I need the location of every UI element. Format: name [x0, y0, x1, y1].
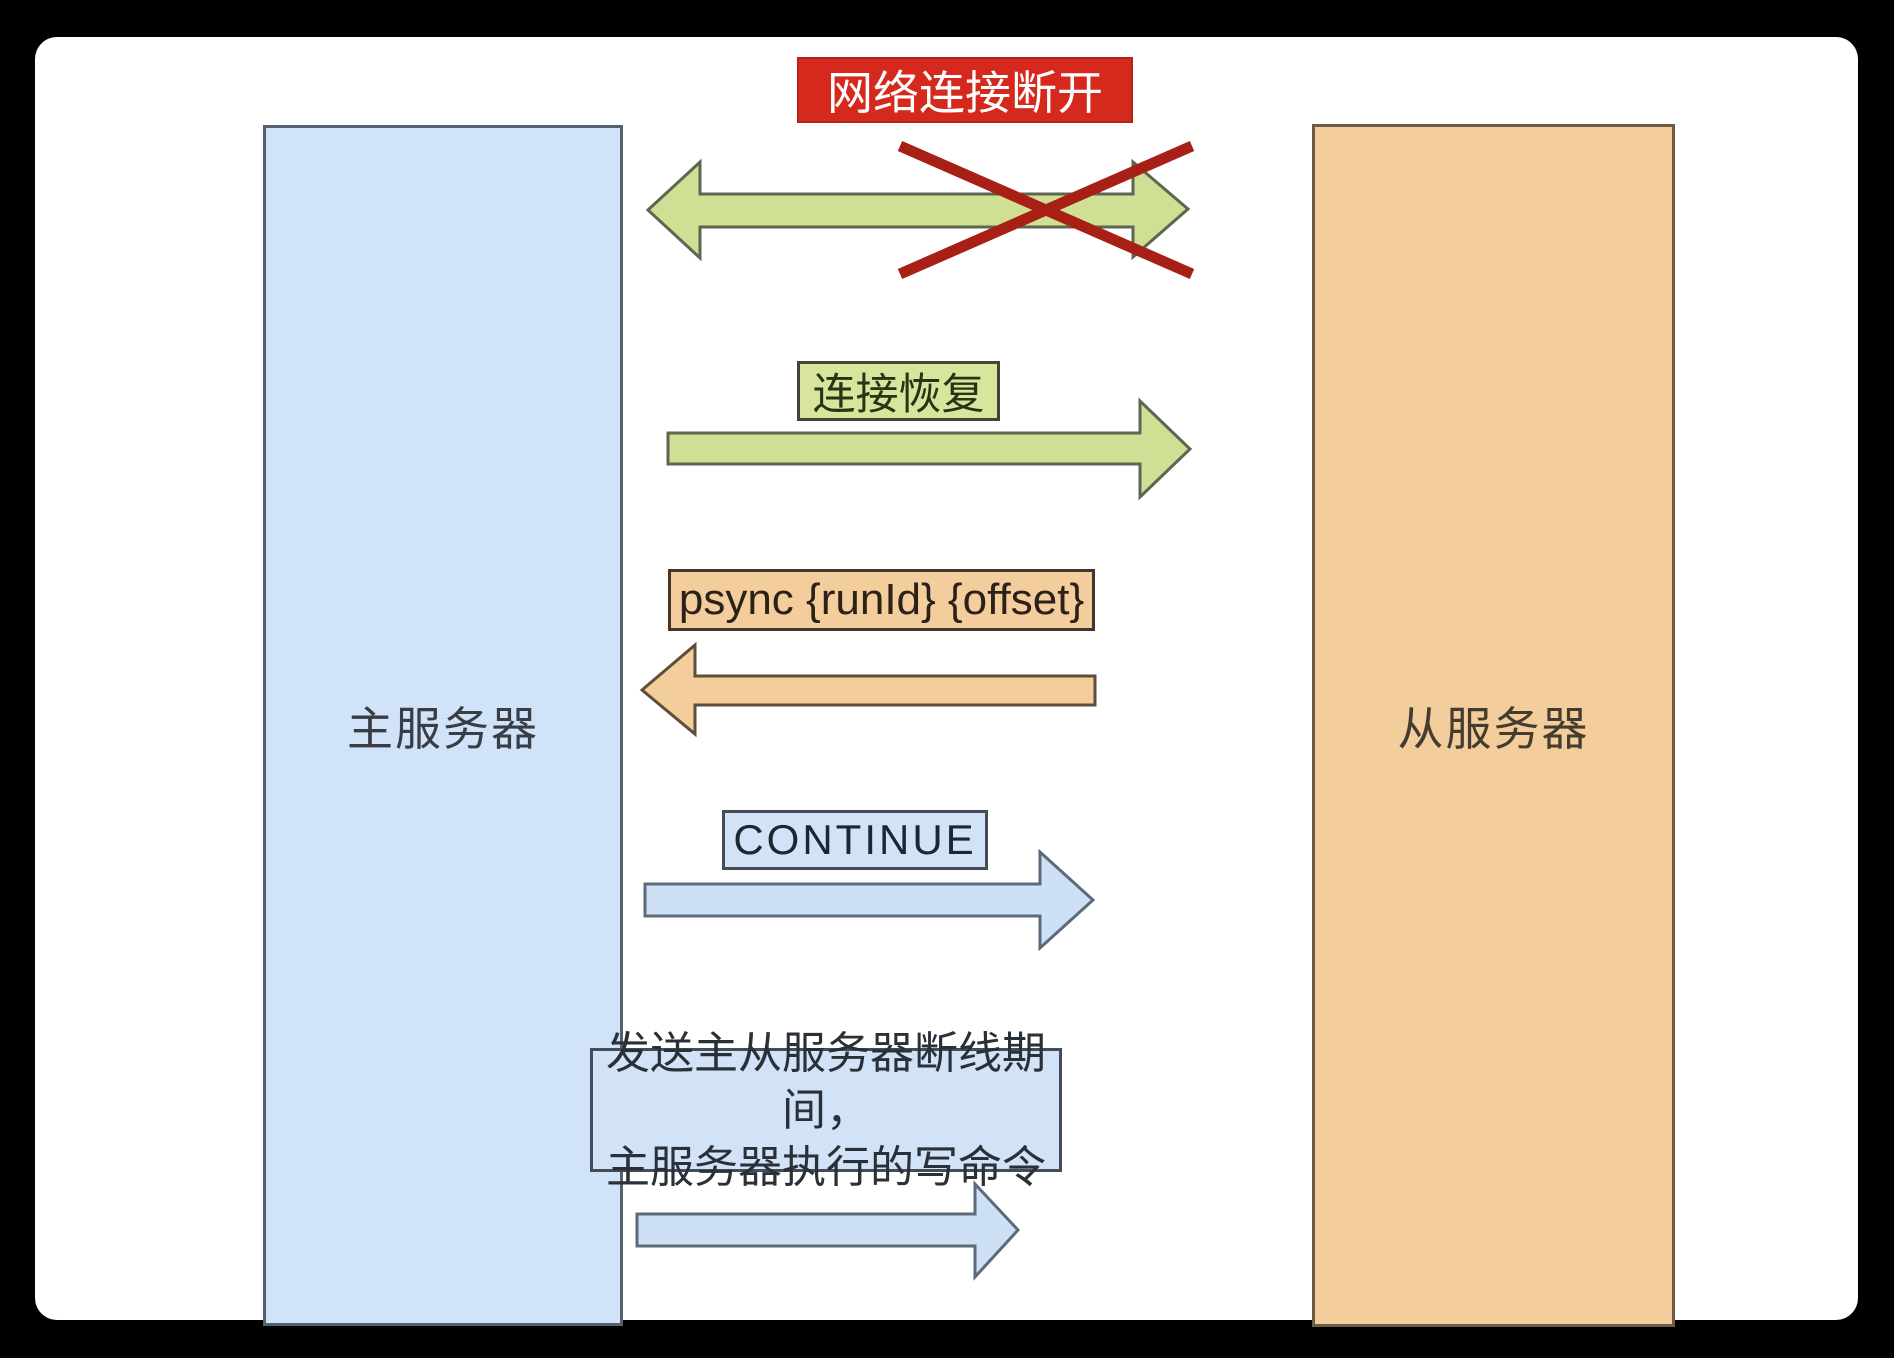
psync-label: psync {runId} {offset}: [668, 569, 1095, 631]
master-server-label: 主服务器: [347, 702, 539, 755]
continue-label: CONTINUE: [722, 810, 988, 870]
master-server-box: 主服务器: [263, 125, 623, 1326]
reconnect-label: 连接恢复: [797, 361, 1000, 421]
slave-server-box: 从服务器: [1312, 124, 1675, 1327]
send-commands-line1: 发送主从服务器断线期间，: [606, 1028, 1046, 1135]
slave-server-label: 从服务器: [1397, 702, 1590, 755]
send-commands-label: 发送主从服务器断线期间， 主服务器执行的写命令: [590, 1029, 1062, 1192]
send-commands-line2: 主服务器执行的写命令: [606, 1142, 1046, 1192]
disconnect-label: 网络连接断开: [797, 57, 1133, 123]
